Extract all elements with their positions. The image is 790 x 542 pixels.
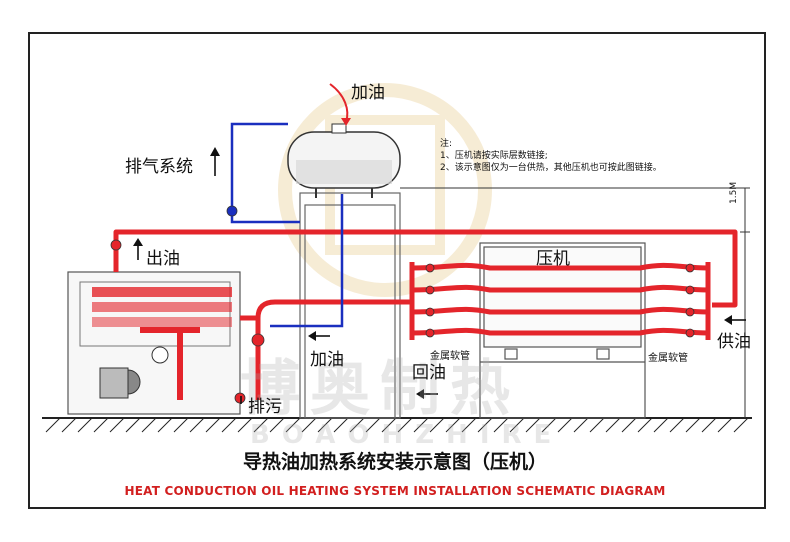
outer-frame bbox=[28, 32, 766, 509]
label-add-oil: 加油 bbox=[351, 83, 385, 103]
diagram-title-en: HEAT CONDUCTION OIL HEATING SYSTEM INSTA… bbox=[124, 484, 666, 498]
notes-line-2: 2、该示意图仅为一台供热，其他压机也可按此图链接。 bbox=[440, 163, 662, 173]
notes-line-1: 1、压机请按实际层数链接; bbox=[440, 151, 548, 161]
expansion-tank bbox=[287, 123, 401, 198]
valves bbox=[110, 205, 695, 404]
notes-block: 注: 1、压机请按实际层数链接; 2、该示意图仅为一台供热，其他压机也可按此图链… bbox=[440, 138, 662, 174]
flow-arrows bbox=[133, 83, 746, 404]
label-exhaust: 排气系统 bbox=[125, 157, 193, 177]
diagram-title-cn: 导热油加热系统安装示意图（压机） bbox=[242, 451, 547, 473]
label-height: 1.5M bbox=[729, 181, 739, 204]
heater-cabinet bbox=[67, 271, 241, 415]
label-supply-oil: 供油 bbox=[717, 332, 751, 352]
label-metal-hose-left: 金属软管 bbox=[430, 351, 470, 362]
label-drain: 排污 bbox=[248, 397, 282, 417]
notes-heading: 注: bbox=[440, 139, 453, 149]
tank-stand bbox=[299, 192, 401, 419]
label-add-oil-lower: 加油 bbox=[310, 350, 344, 370]
label-metal-hose-right: 金属软管 bbox=[648, 353, 688, 364]
height-dimension bbox=[400, 187, 750, 418]
press-machine bbox=[479, 242, 646, 419]
watermark-cn: 博奥制热 bbox=[240, 354, 520, 424]
label-press: 压机 bbox=[536, 249, 570, 269]
exhaust-pipes bbox=[230, 122, 344, 328]
label-out-oil: 出油 bbox=[146, 249, 180, 269]
label-return-oil: 回油 bbox=[412, 363, 446, 383]
watermark-en: BOAOHZHIRE bbox=[250, 420, 564, 450]
